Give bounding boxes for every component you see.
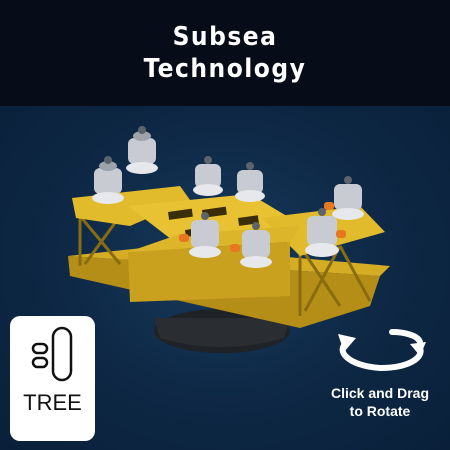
rotate-hint: Click and Drag to Rotate [318,322,442,432]
page-title-line-2: Technology [143,54,307,84]
tree-badge[interactable]: TREE [10,316,95,441]
tree-badge-label: TREE [23,390,82,415]
model-hull-body [154,318,290,347]
subsea-tree-model[interactable] [0,106,450,450]
tree-icon [31,326,72,382]
model-valves [92,126,364,268]
page-title-line-1: Subsea [172,22,278,52]
rotate-arrow-icon [338,329,426,372]
model-upper-deck-center [128,194,300,246]
header: Subsea Technology [0,0,450,106]
rotate-instructions: Click and Drag to Rotate [331,384,429,420]
rotate-text-line-1: Click and Drag [330,385,430,401]
rotate-text-line-2: to Rotate [349,403,411,419]
